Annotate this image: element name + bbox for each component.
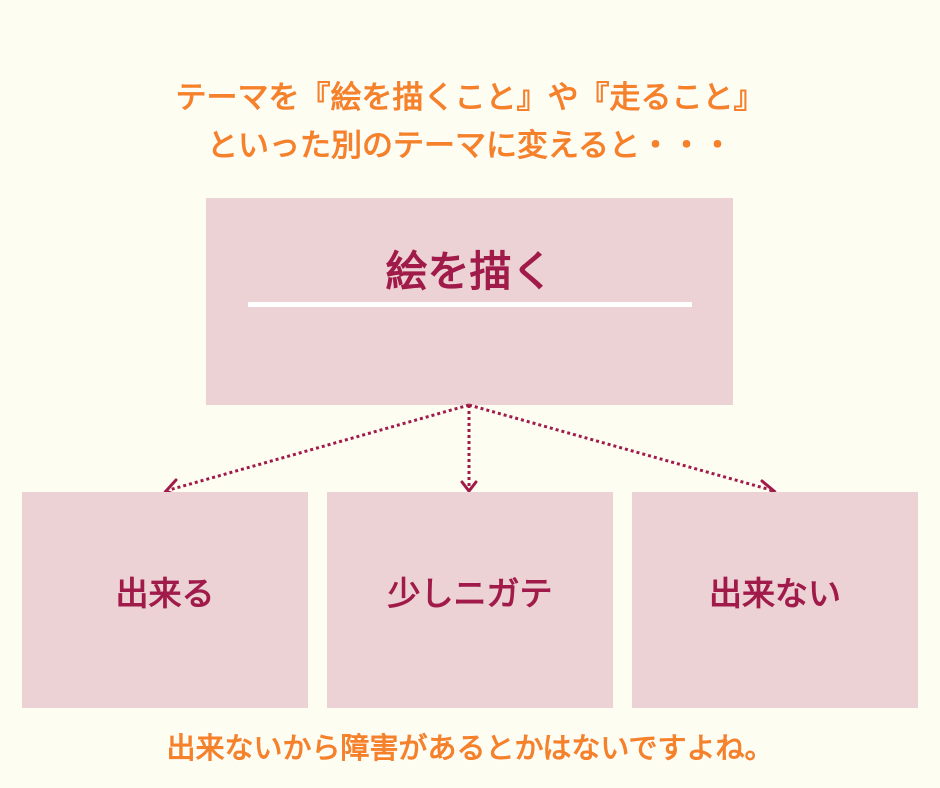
arrow-to-left-box	[168, 403, 470, 492]
theme-box: 絵を描く	[206, 198, 733, 405]
option-box-cannot: 出来ない	[632, 492, 918, 708]
theme-label: 絵を描く	[385, 247, 554, 296]
option-box-can: 出来る	[22, 492, 308, 708]
option-label-can: 出来る	[115, 574, 215, 613]
option-box-somewhat-weak: 少しニガテ	[327, 492, 613, 708]
footer-text: 出来ないから障害があるとかはないですよね。	[166, 731, 774, 765]
heading-line-1: テーマを『絵を描くこと』や『走ること』	[175, 80, 765, 116]
option-label-somewhat-weak: 少しニガテ	[387, 574, 553, 613]
arrowhead-middle	[460, 480, 478, 494]
arrow-to-right-box	[468, 403, 772, 492]
theme-underline	[248, 302, 692, 307]
option-label-cannot: 出来ない	[709, 574, 841, 613]
heading-line-2: といった別のテーマに変えると・・・	[206, 128, 734, 164]
